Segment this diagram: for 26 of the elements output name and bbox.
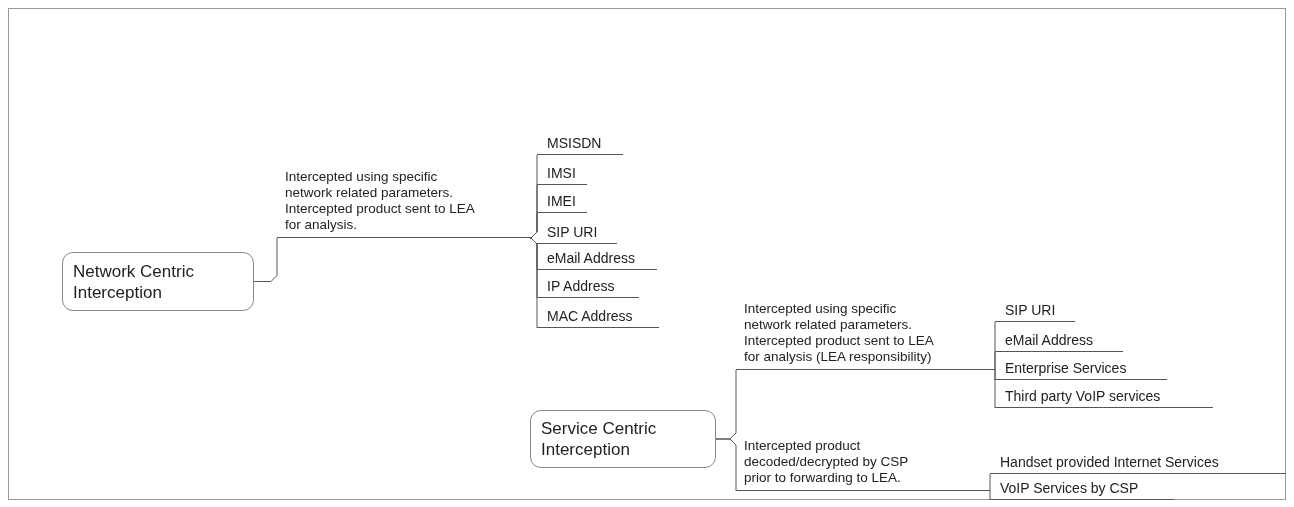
branch-topic: Intercepted product decoded/decrypted by CSP prior to forwarding to LEA. — [736, 423, 990, 491]
topic-box: Network Centric Interception — [62, 252, 254, 311]
subtopic: MAC Address — [537, 304, 659, 328]
subtopic: VoIP Services by CSP — [990, 476, 1174, 500]
connector-line — [989, 490, 991, 501]
subtopic: IMEI — [537, 189, 587, 213]
branch-topic: Intercepted using specific network related parameters. Intercepted product sent to LEA for analysis (LEA responsibility) — [736, 266, 995, 370]
subtopic: IP Address — [537, 274, 639, 298]
subtopic: MSISDN — [537, 131, 623, 155]
subtopic: IMSI — [537, 161, 587, 185]
subtopic: Enterprise Services — [995, 356, 1167, 380]
connector-line — [529, 212, 538, 239]
connector-line — [529, 237, 538, 329]
connector-line — [989, 473, 991, 492]
connector-line — [715, 438, 737, 492]
branch-topic: Intercepted using specific network related parameters. Intercepted product sent to LEA for analysis. — [277, 158, 530, 238]
subtopic: eMail Address — [995, 328, 1123, 352]
connector-line — [253, 237, 278, 282]
subtopic: Third party VoIP services — [995, 384, 1213, 408]
subtopic: Handset provided Internet Services — [990, 450, 1286, 474]
topic-box: Service Centric Interception — [530, 410, 716, 468]
connector-line — [994, 369, 996, 409]
subtopic: SIP URI — [537, 220, 617, 244]
subtopic: SIP URI — [995, 298, 1075, 322]
connector-line — [994, 351, 996, 371]
subtopic: eMail Address — [537, 246, 657, 270]
